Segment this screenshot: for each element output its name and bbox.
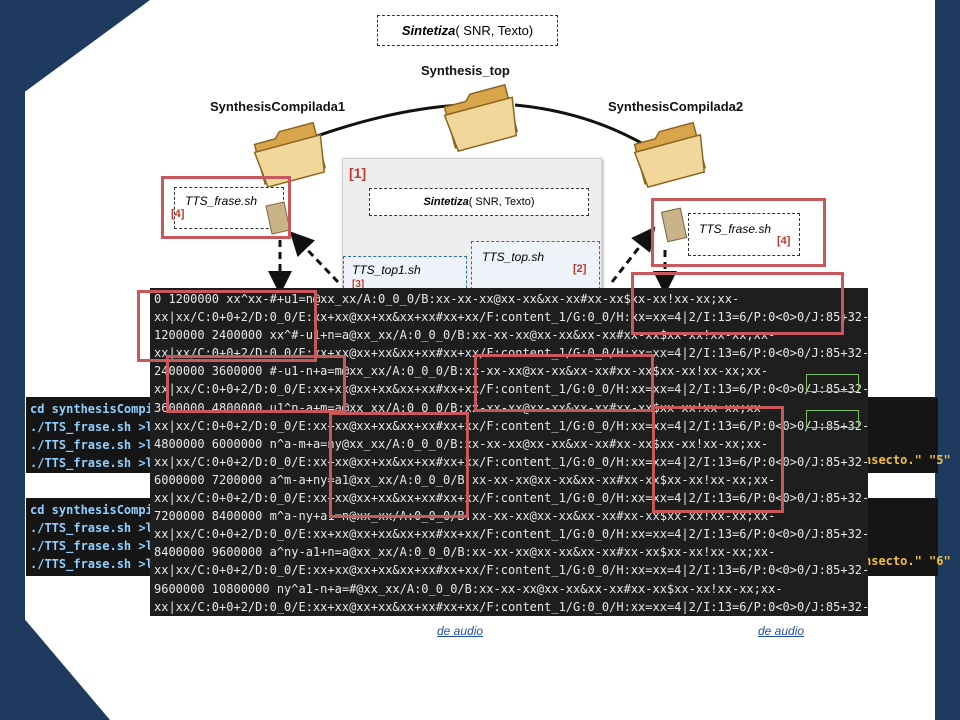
audio-link-right[interactable]: de audio <box>758 624 805 638</box>
highlight-box <box>166 355 346 413</box>
arc-right <box>514 103 651 150</box>
folder-icon <box>253 121 327 188</box>
panel-formula-box: Sintetiza( SNR, Texto) <box>369 188 589 216</box>
node-label-top: Synthesis_top <box>421 63 510 78</box>
highlight-box <box>474 354 654 412</box>
terminal-line: xx|xx/C:0+0+2/D:0_0/E:xx+xx@xx+xx&xx+xx#… <box>154 599 868 614</box>
highlight-box-green <box>806 374 859 392</box>
terminal-line: 1200000 2400000 xx^#-u1+n=a@xx_xx/A:0_0_… <box>154 328 776 343</box>
terminal-line: xx|xx/C:0+0+2/D:0_0/E:xx+xx@xx+xx&xx+xx#… <box>154 454 868 469</box>
top-formula-box: Sintetiza( SNR, Texto) <box>377 15 558 46</box>
highlight-box <box>329 412 469 518</box>
left-tts-frase-box[interactable]: TTS_frase.sh [4] <box>171 187 284 229</box>
terminal-line: 9600000 10800000 ny^a1-n+a=#@xx_xx/A:0_0… <box>154 581 783 596</box>
terminal-line: 8400000 9600000 a^ny-a1+n=a@xx_xx/A:0_0_… <box>154 545 776 560</box>
highlight-box-green <box>806 410 859 428</box>
bottom-left-corner-triangle <box>0 590 110 720</box>
left-tts-frase-tag: [4] <box>171 208 185 220</box>
node-label-right: SynthesisCompilada2 <box>608 99 744 114</box>
terminal-line: 4800000 6000000 n^a-m+a=ny@xx_xx/A:0_0_0… <box>154 436 769 451</box>
folder-icon <box>443 83 519 152</box>
back-terminal-2-line: cd synthesisCompilada <box>30 503 182 517</box>
terminal-line: 6000000 7200000 a^m-a+ny=a1@xx_xx/A:0_0_… <box>154 472 776 487</box>
tts-top-script-box[interactable]: TTS_top.sh [2] <box>471 241 600 295</box>
terminal-line: xx|xx/C:0+0+2/D:0_0/E:xx+xx@xx+xx&xx+xx#… <box>154 563 868 578</box>
top-left-corner-triangle <box>0 0 150 110</box>
right-script-highlight <box>651 198 826 267</box>
right-frame-band <box>935 0 960 720</box>
right-tts-frase-box[interactable]: TTS_frase.sh [4] <box>688 213 800 256</box>
left-tts-frase-label: TTS_frase.sh <box>185 194 258 208</box>
tts-top-label: TTS_top.sh <box>482 250 545 264</box>
main-terminal: 0 1200000 xx^xx-#+u1=n@xx_xx/A:0_0_0/B:x… <box>150 288 868 616</box>
right-tts-frase-label: TTS_frase.sh <box>699 222 772 236</box>
terminal-line: xx|xx/C:0+0+2/D:0_0/E:xx+xx@xx+xx&xx+xx#… <box>154 491 868 506</box>
left-script-highlight <box>161 176 291 239</box>
script-file-icon <box>660 207 688 243</box>
terminal-line: xx|xx/C:0+0+2/D:0_0/E:xx+xx@xx+xx&xx+xx#… <box>154 418 868 433</box>
terminal-line: xx|xx/C:0+0+2/D:0_0/E:xx+xx@xx+xx&xx+xx#… <box>154 527 868 542</box>
audio-link-left[interactable]: de audio <box>437 624 484 638</box>
back-terminal-2-right-text: nsecto." "6" <box>864 554 951 568</box>
folder-icon <box>633 121 707 188</box>
highlight-box <box>631 272 844 335</box>
tts-top-tag: [2] <box>573 263 587 275</box>
dash-right-diag <box>610 226 656 283</box>
panel-tag: [1] <box>349 165 367 181</box>
back-terminal-1-line: cd synthesisCompilada <box>30 402 182 416</box>
highlight-box <box>137 290 317 362</box>
panel-formula-func: Sintetiza <box>423 196 469 208</box>
panel-formula-args: ( SNR, Texto) <box>468 196 535 208</box>
terminal-line: 0 1200000 xx^xx-#+u1=n@xx_xx/A:0_0_0/B:x… <box>154 292 740 306</box>
node-label-left: SynthesisCompilada1 <box>210 99 346 114</box>
terminal-line: xx|xx/C:0+0+2/D:0_0/E:xx+xx@xx+xx&xx+xx#… <box>154 382 868 397</box>
dash-left-diag <box>289 231 340 284</box>
terminal-line: xx|xx/C:0+0+2/D:0_0/E:xx+xx@xx+xx&xx+xx#… <box>154 310 868 325</box>
tts-top1-label: TTS_top1.sh <box>352 263 421 277</box>
tts-top1-tag: [3] <box>352 279 365 290</box>
top-formula-func: Sintetiza <box>401 23 456 38</box>
terminal-line: 7200000 8400000 m^a-ny+a1=n@xx_xx/A:0_0_… <box>154 509 776 524</box>
back-terminal-1-right-text: nsecto." "5" <box>864 453 951 467</box>
right-tts-frase-tag: [4] <box>777 235 791 247</box>
highlight-box <box>652 406 784 513</box>
top-formula-args: ( SNR, Texto) <box>455 23 534 38</box>
